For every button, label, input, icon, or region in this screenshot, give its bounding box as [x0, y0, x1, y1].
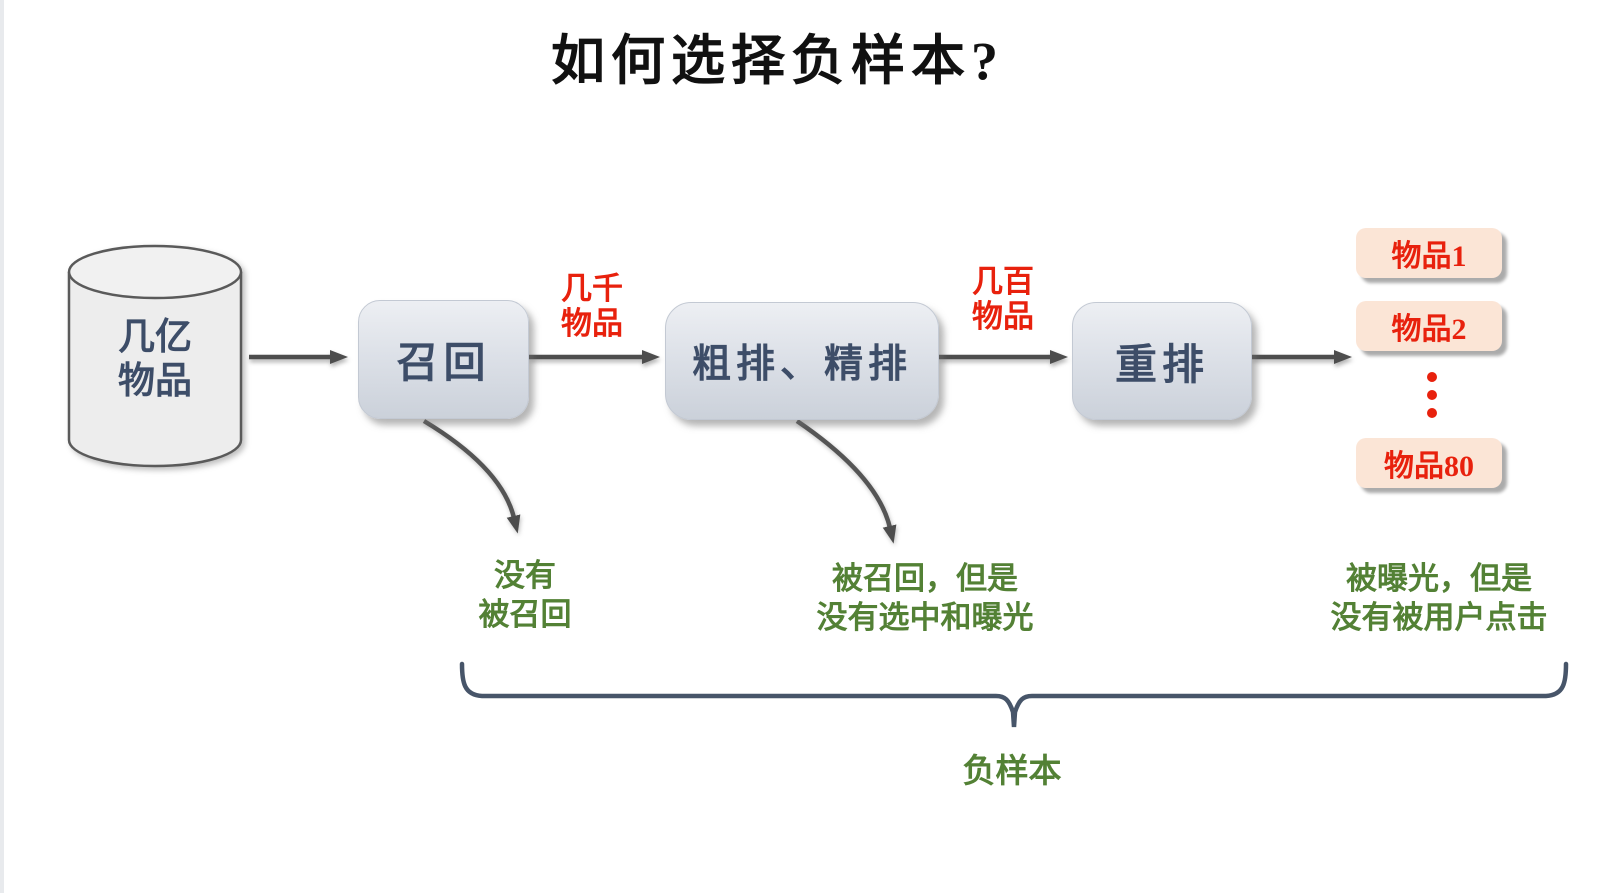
note-exposed-not-clicked-line1: 被曝光，但是 [1346, 561, 1532, 596]
page-title: 如何选择负样本? [551, 31, 1004, 91]
items-database-line1: 几亿 [118, 317, 192, 358]
items-database-line2: 物品 [118, 361, 192, 402]
output-item-1-label: 物品1 [1391, 240, 1467, 273]
output-item-2-label: 物品2 [1391, 313, 1467, 346]
left-edge-strip [0, 0, 4, 893]
flow-count-thousands-line2: 物品 [561, 306, 623, 341]
note-not-recalled: 没有 被召回 [375, 556, 675, 634]
dropout-arrow-not-selected [795, 419, 897, 544]
stage-label-rerank: 重排 [1114, 342, 1209, 389]
output-item-80: 物品80 [1356, 438, 1502, 488]
negative-samples-brace [459, 661, 1569, 728]
note-not-recalled-line2: 被召回 [478, 597, 572, 632]
note-exposed-not-clicked: 被曝光，但是 没有被用户点击 [1281, 559, 1597, 637]
ellipsis-dot [1427, 372, 1437, 382]
stage-box-rerank: 重排 [1072, 302, 1252, 420]
stage-label-coarse-fine-rank: 粗排、精排 [691, 343, 912, 386]
items-database-cylinder-icon [67, 244, 243, 468]
flow-count-hundreds-line2: 物品 [972, 299, 1034, 334]
stage-label-recall: 召回 [396, 341, 491, 387]
items-database-label: 几亿 物品 [69, 316, 241, 404]
stage-box-coarse-fine-rank: 粗排、精排 [665, 302, 939, 420]
output-item-80-label: 物品80 [1384, 450, 1474, 483]
flow-count-thousands-line1: 几千 [561, 271, 623, 306]
note-recalled-not-selected-line1: 被召回，但是 [832, 561, 1018, 596]
stage-box-recall: 召回 [358, 300, 529, 419]
ellipsis-dot [1427, 408, 1437, 418]
note-not-recalled-line1: 没有 [494, 558, 556, 593]
flow-count-thousands: 几千 物品 [512, 271, 672, 341]
note-recalled-not-selected: 被召回，但是 没有选中和曝光 [745, 559, 1105, 637]
output-item-1: 物品1 [1356, 228, 1502, 278]
output-item-2: 物品2 [1356, 301, 1502, 351]
dropout-arrow-not-recalled [422, 419, 521, 534]
note-exposed-not-clicked-line2: 没有被用户点击 [1330, 600, 1548, 635]
flow-count-hundreds-line1: 几百 [972, 264, 1034, 299]
note-recalled-not-selected-line2: 没有选中和曝光 [816, 600, 1034, 635]
negative-samples-caption: 负样本 [962, 754, 1062, 790]
flow-count-hundreds: 几百 物品 [923, 264, 1083, 334]
ellipsis-dot [1427, 390, 1437, 400]
